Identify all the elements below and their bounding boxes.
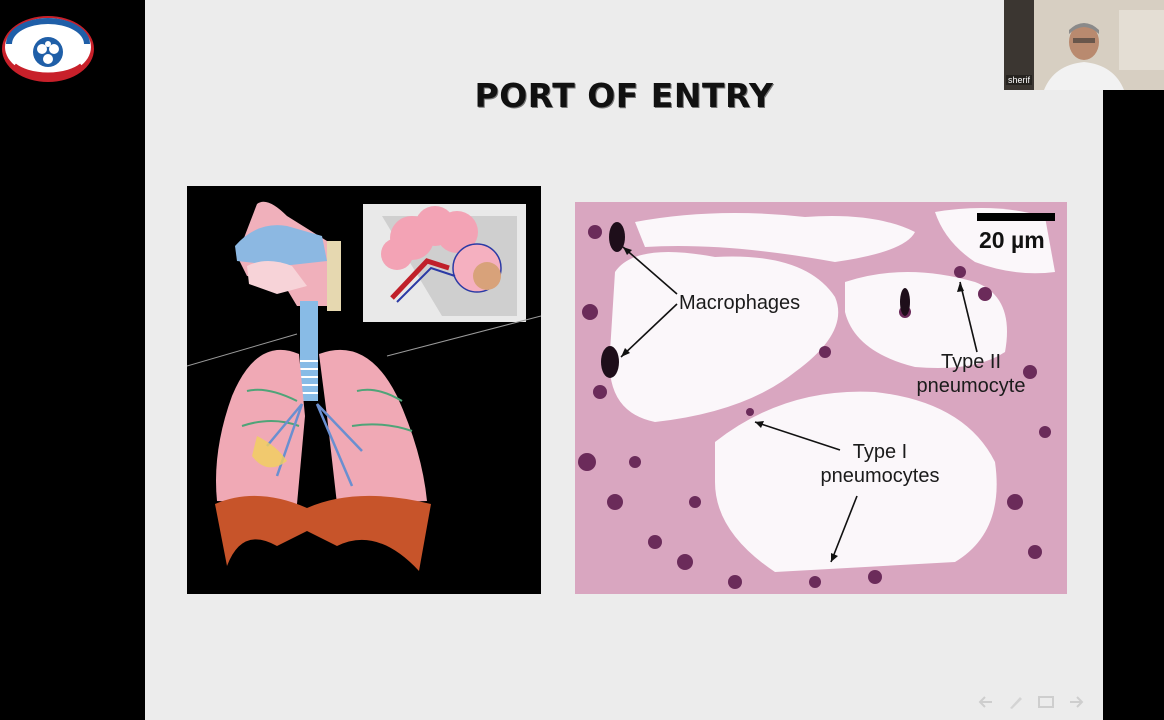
type1-label-line1: Type I: [852, 441, 908, 463]
type1-pneumocytes-label: Type I pneumocytes: [811, 440, 949, 488]
next-icon[interactable]: [1068, 695, 1084, 709]
type2-label-line1: Type II: [940, 351, 1002, 373]
slides-icon[interactable]: [1038, 695, 1054, 709]
type1-label-line2: pneumocytes: [820, 465, 940, 487]
participant-video-thumbnail[interactable]: sherif: [1004, 0, 1164, 90]
type2-pneumocyte-label: Type II pneumocyte: [909, 350, 1033, 398]
previous-icon[interactable]: [978, 695, 994, 709]
participant-name: sherif: [1006, 75, 1033, 85]
lung-histology-micrograph: 20 µm Macrophages Type II pneumocyte Typ…: [575, 202, 1067, 594]
slide-title: PORT OF ENTRY: [474, 76, 774, 115]
respiratory-system-illustration: [187, 186, 541, 594]
slide-navigation-controls: [978, 694, 1096, 710]
macrophages-label: Macrophages: [679, 292, 801, 314]
type2-label-line2: pneumocyte: [916, 375, 1026, 397]
pen-icon[interactable]: [1008, 695, 1024, 709]
scale-bar-label: 20 µm: [979, 227, 1045, 253]
organization-logo: [0, 14, 96, 84]
